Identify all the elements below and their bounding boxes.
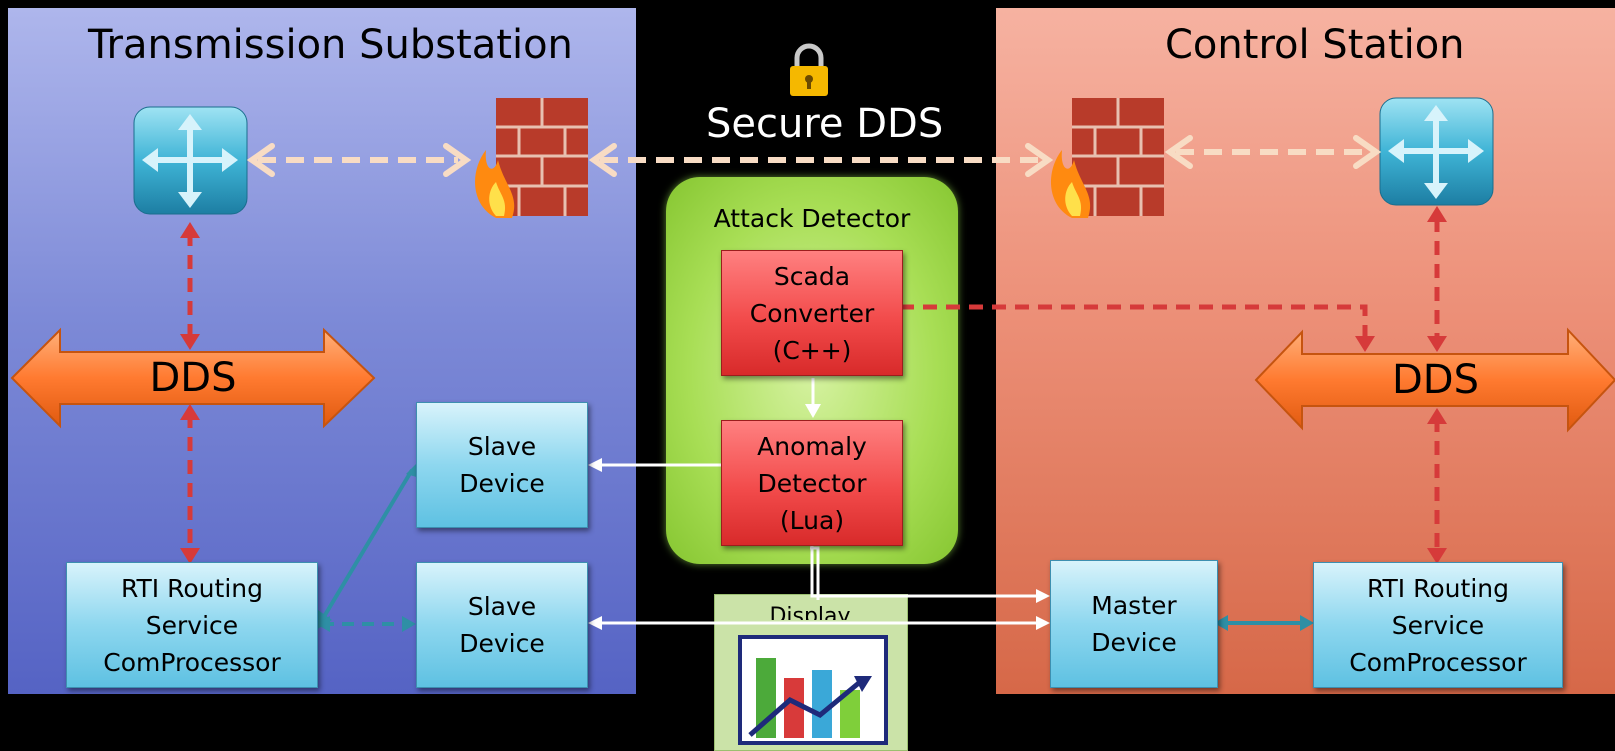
dds-label-left: DDS xyxy=(149,355,237,401)
anomaly-detector-box: Anomaly Detector (Lua) xyxy=(721,420,903,546)
scada-converter-box: Scada Converter (C++) xyxy=(721,250,903,376)
slave-device-1: Slave Device xyxy=(416,402,588,528)
router-icon xyxy=(1379,97,1494,206)
serial-link-arrows xyxy=(320,468,1306,626)
display-label: Display xyxy=(769,606,851,620)
secure-link-arrows xyxy=(258,149,1368,163)
master-device: Master Device xyxy=(1050,560,1218,688)
rti-routing-service-right: RTI Routing Service ComProcessor xyxy=(1313,562,1563,688)
transmission-substation-title: Transmission Substation xyxy=(88,22,573,68)
attack-detector-label: Attack Detector xyxy=(713,204,911,233)
lock-icon xyxy=(790,43,828,96)
chart-icon xyxy=(738,635,888,745)
dds-label-right: DDS xyxy=(1392,357,1479,403)
firewall-icon xyxy=(1051,98,1164,218)
rti-routing-service-left: RTI Routing Service ComProcessor xyxy=(66,562,318,688)
dds-arrow-right xyxy=(1254,327,1615,433)
dds-link-arrows xyxy=(187,218,1440,554)
router-icon xyxy=(133,106,248,215)
control-station-title: Control Station xyxy=(1165,22,1465,68)
firewall-icon xyxy=(475,98,588,218)
secure-dds-label: Secure DDS xyxy=(706,101,944,147)
slave-device-2: Slave Device xyxy=(416,562,588,688)
dds-arrow-left xyxy=(10,327,376,429)
